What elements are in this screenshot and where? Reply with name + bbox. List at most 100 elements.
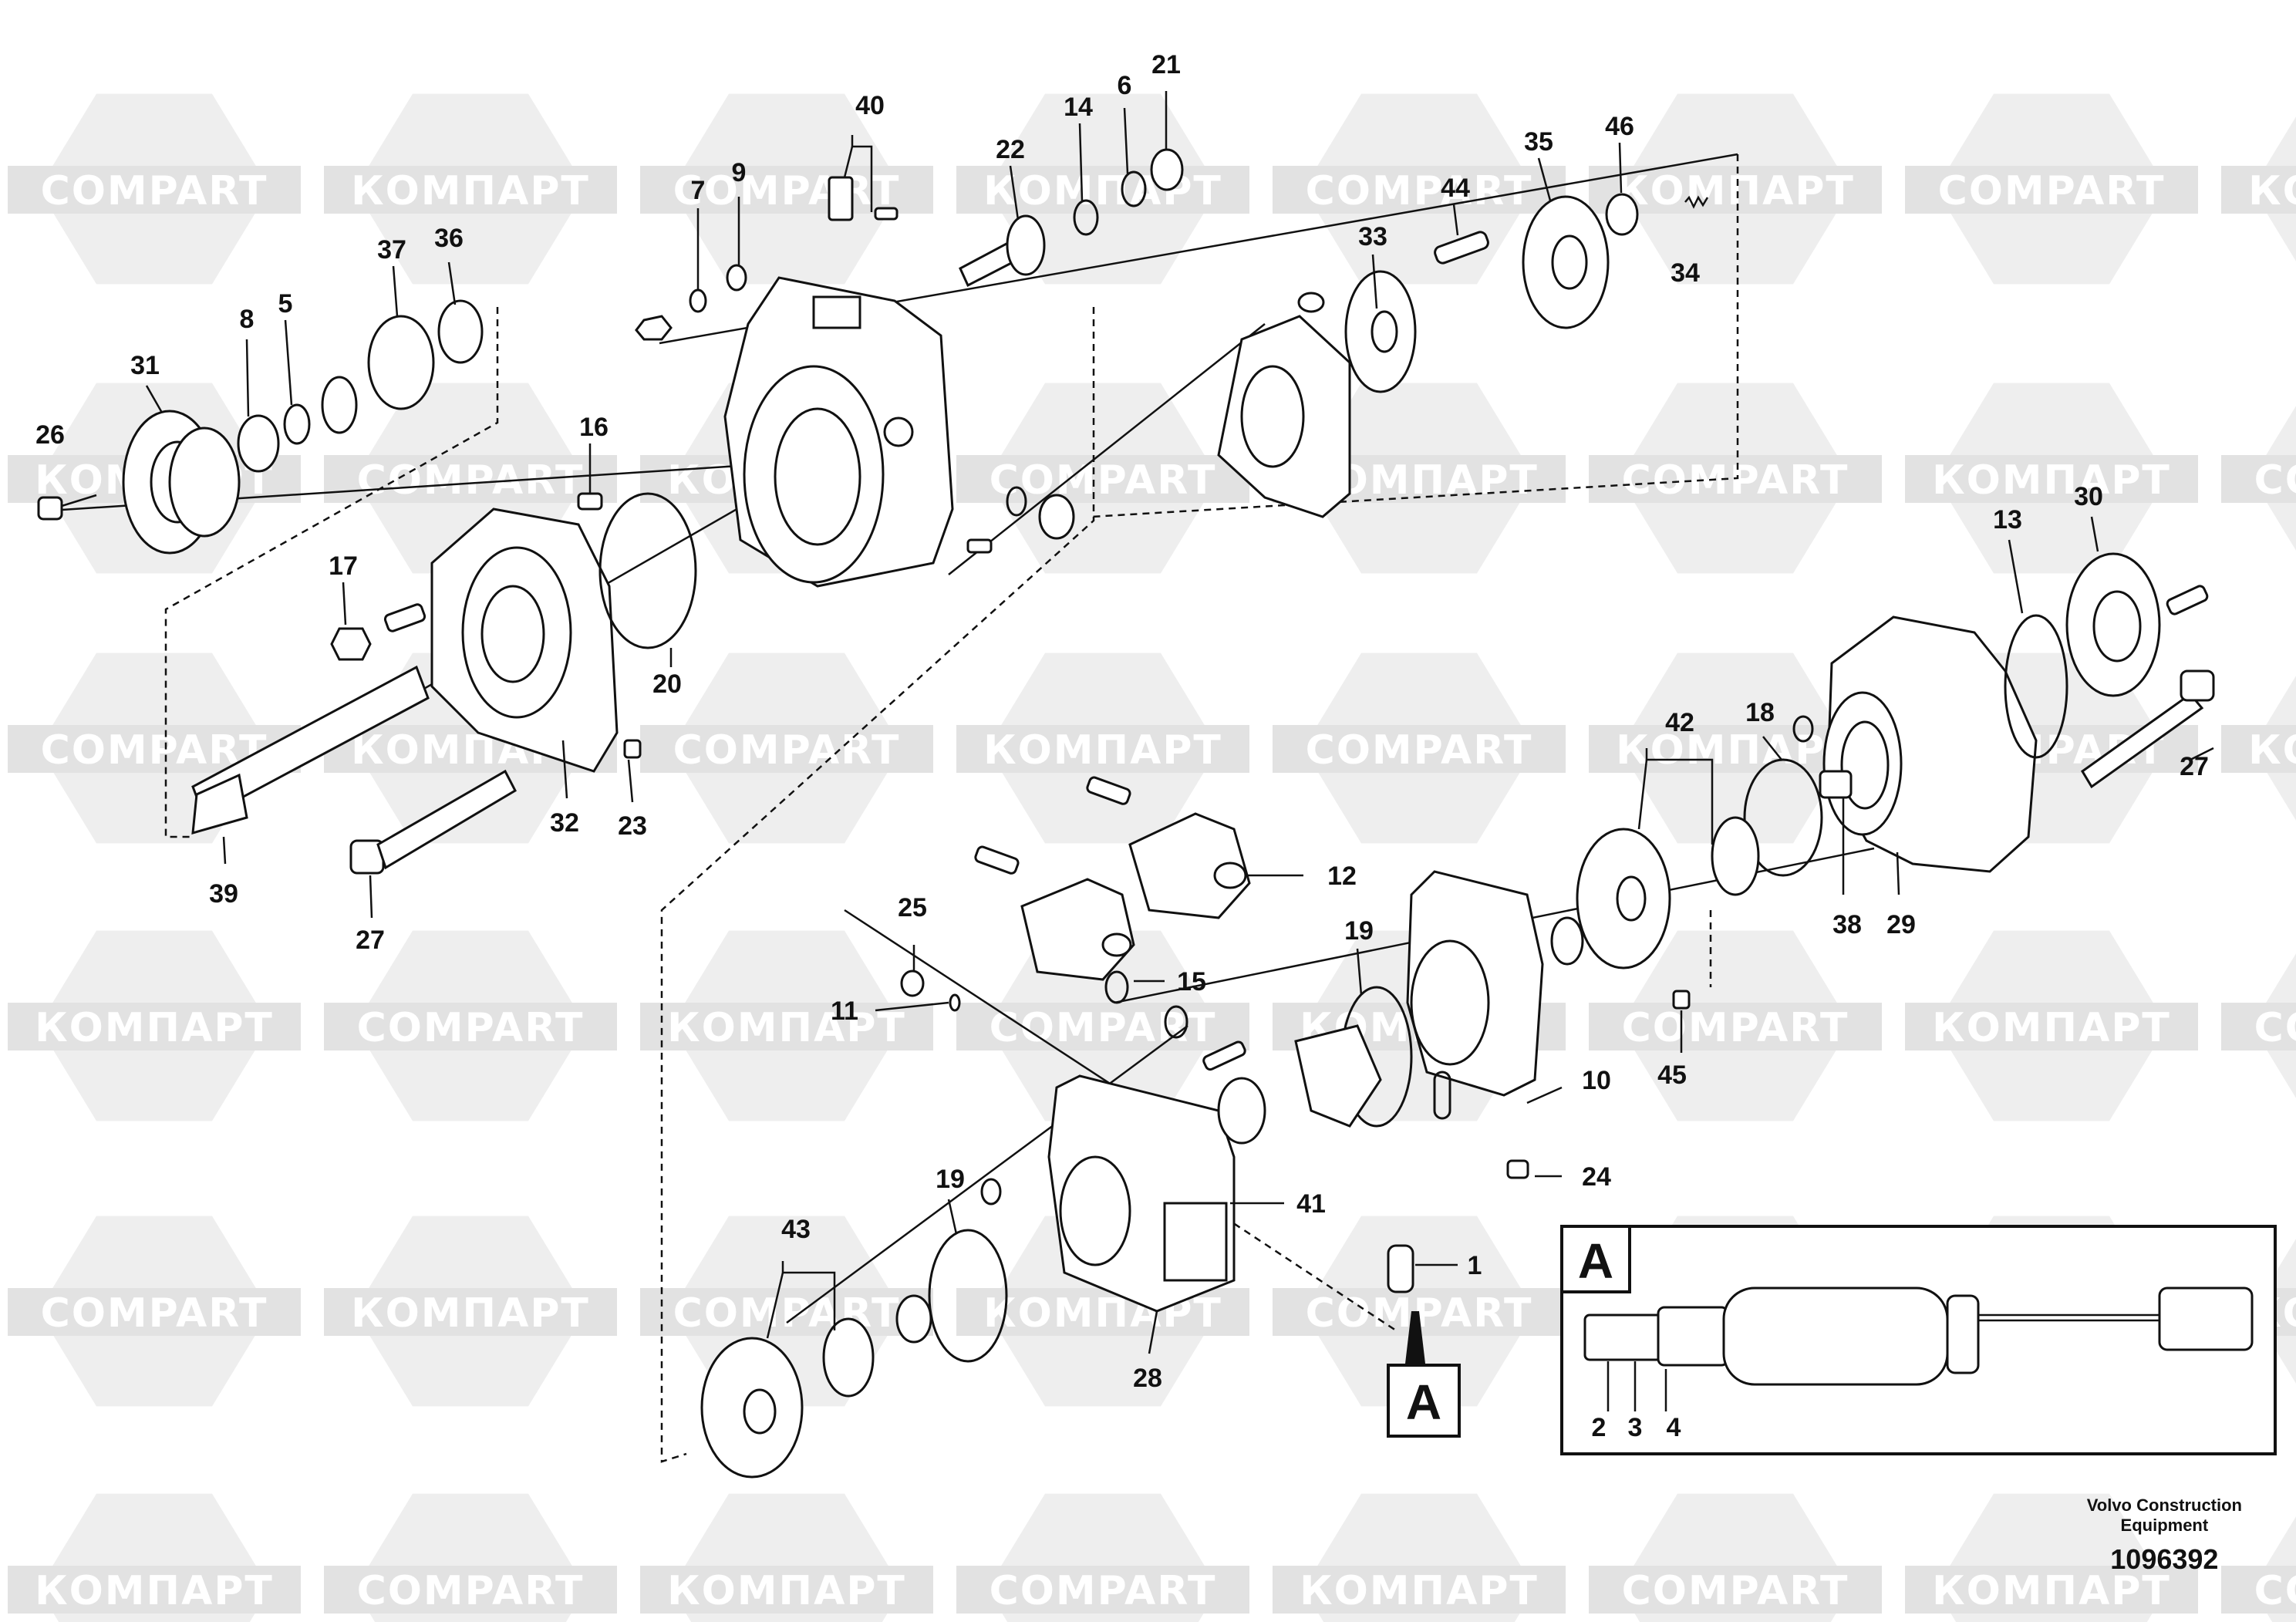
watermark-text: КОМПАРТ: [667, 1568, 906, 1614]
oring-small: [1006, 486, 1027, 517]
watermark-band: [324, 455, 617, 503]
watermark-text: COMPART: [1306, 727, 1533, 774]
long-bolt-27a: [349, 769, 517, 875]
watermark-band: [1905, 1003, 2198, 1050]
lower-center-parts: [700, 776, 1529, 1479]
callout-19b: 19: [936, 1165, 965, 1194]
callout-14: 14: [1064, 93, 1093, 122]
callout-43: 43: [781, 1215, 811, 1244]
watermark-band: [1273, 166, 1566, 214]
watermark-text: COMPART: [1306, 168, 1533, 214]
watermark-text: COMPART: [990, 1005, 1217, 1051]
watermark-band: [1589, 166, 1882, 214]
watermark-text: КОМПАРТ: [1932, 1568, 2171, 1614]
callout-16: 16: [579, 413, 609, 442]
plug-24: [1506, 1159, 1529, 1179]
cylinder-block-43: [700, 1337, 804, 1479]
watermark-band: [1905, 455, 2198, 503]
pin-lower: [1202, 1040, 1246, 1071]
needle-bearing: [1550, 916, 1584, 966]
plate-43: [822, 1317, 875, 1398]
spline-gear: [1217, 1077, 1266, 1145]
impeller: [1294, 1024, 1382, 1128]
oring-12b: [1101, 932, 1132, 957]
callout-2: 2: [1592, 1413, 1607, 1442]
watermark-text: КОМПАРТ: [2248, 168, 2296, 214]
watermark-band: [956, 1566, 1249, 1614]
watermark-band: [8, 1003, 301, 1050]
watermark-text: COMPART: [41, 168, 268, 214]
watermark-text: COMPART: [2254, 1005, 2296, 1051]
callout-19a: 19: [1344, 916, 1374, 946]
shaft-38: [1819, 770, 1853, 799]
callout-18: 18: [1745, 698, 1775, 727]
watermark-band: [1589, 1566, 1882, 1614]
callout-44: 44: [1441, 174, 1470, 203]
callout-17: 17: [329, 551, 358, 581]
plug: [1038, 494, 1075, 540]
callout-3: 3: [1628, 1413, 1643, 1442]
cylinder-block-42: [1576, 828, 1671, 969]
long-bolt-27b: [2081, 692, 2204, 789]
section-marker: A: [1387, 1311, 1461, 1438]
callout-4: 4: [1667, 1413, 1681, 1442]
callout-7: 7: [691, 176, 706, 205]
callout-46: 46: [1605, 112, 1634, 141]
callout-28: 28: [1133, 1364, 1162, 1393]
watermark-band: [2221, 455, 2296, 503]
footer: Volvo Construction Equipment 1096392: [2087, 1496, 2242, 1576]
drawing-number: 1096392: [2110, 1543, 2219, 1575]
ring-37a: [321, 376, 358, 434]
oring-13: [2004, 614, 2068, 759]
watermark-text: КОМПАРТ: [35, 1005, 274, 1051]
watermark-text: КОМПАРТ: [1616, 727, 1855, 774]
flange-12a: [1086, 776, 1251, 919]
watermark-band: [8, 1566, 301, 1614]
watermark-band: [2221, 1003, 2296, 1050]
watermark-text: COMPART: [357, 1005, 585, 1051]
plate-33-bore: [1371, 310, 1398, 353]
watermark-text: COMPART: [357, 1568, 585, 1614]
callout-6: 6: [1118, 71, 1132, 100]
callout-20: 20: [652, 669, 682, 699]
callout-9: 9: [732, 158, 747, 187]
oring-18: [1743, 758, 1823, 877]
washer-11: [949, 993, 961, 1012]
watermark-text: COMPART: [1622, 457, 1849, 504]
watermark-text: COMPART: [990, 1568, 1217, 1614]
ring-14: [1073, 199, 1099, 236]
callout-39: 39: [209, 879, 238, 909]
callout-31: 31: [130, 351, 160, 380]
oring-19b: [928, 1229, 1008, 1363]
watermark-band: [640, 1288, 933, 1336]
watermark-text: КОМПАРТ: [983, 727, 1222, 774]
watermark-band: [640, 166, 933, 214]
middle-right-parts: [1294, 715, 1823, 1128]
callout-41: 41: [1296, 1189, 1326, 1219]
watermark-text: COMPART: [673, 727, 901, 774]
callout-25: 25: [898, 893, 927, 922]
callout-21: 21: [1151, 50, 1181, 79]
watermark-text: КОМПАРТ: [35, 1568, 274, 1614]
washer-18: [1792, 715, 1814, 743]
callout-23: 23: [618, 811, 647, 841]
watermark-text: КОМПАРТ: [2248, 727, 2296, 774]
cover-30-bore: [2092, 590, 2142, 663]
bolt-26: [37, 494, 97, 521]
oring-10: [1433, 1071, 1451, 1120]
callout-27b: 27: [2180, 752, 2209, 781]
washer-7: [689, 288, 707, 313]
watermark-text: COMPART: [1938, 168, 2166, 214]
spool-22: [959, 214, 1046, 288]
nut-17: [330, 627, 372, 661]
callout-1: 1: [1468, 1251, 1482, 1280]
swash-plate: [1217, 292, 1351, 518]
inset-letter: A: [1578, 1233, 1613, 1289]
upper-right-parts: [1217, 193, 1709, 518]
watermark-band: [640, 1566, 933, 1614]
leader-lines: [145, 91, 2214, 1354]
watermark-text: COMPART: [2254, 457, 2296, 504]
watermark-band: [8, 166, 301, 214]
callout-13: 13: [1993, 505, 2022, 534]
